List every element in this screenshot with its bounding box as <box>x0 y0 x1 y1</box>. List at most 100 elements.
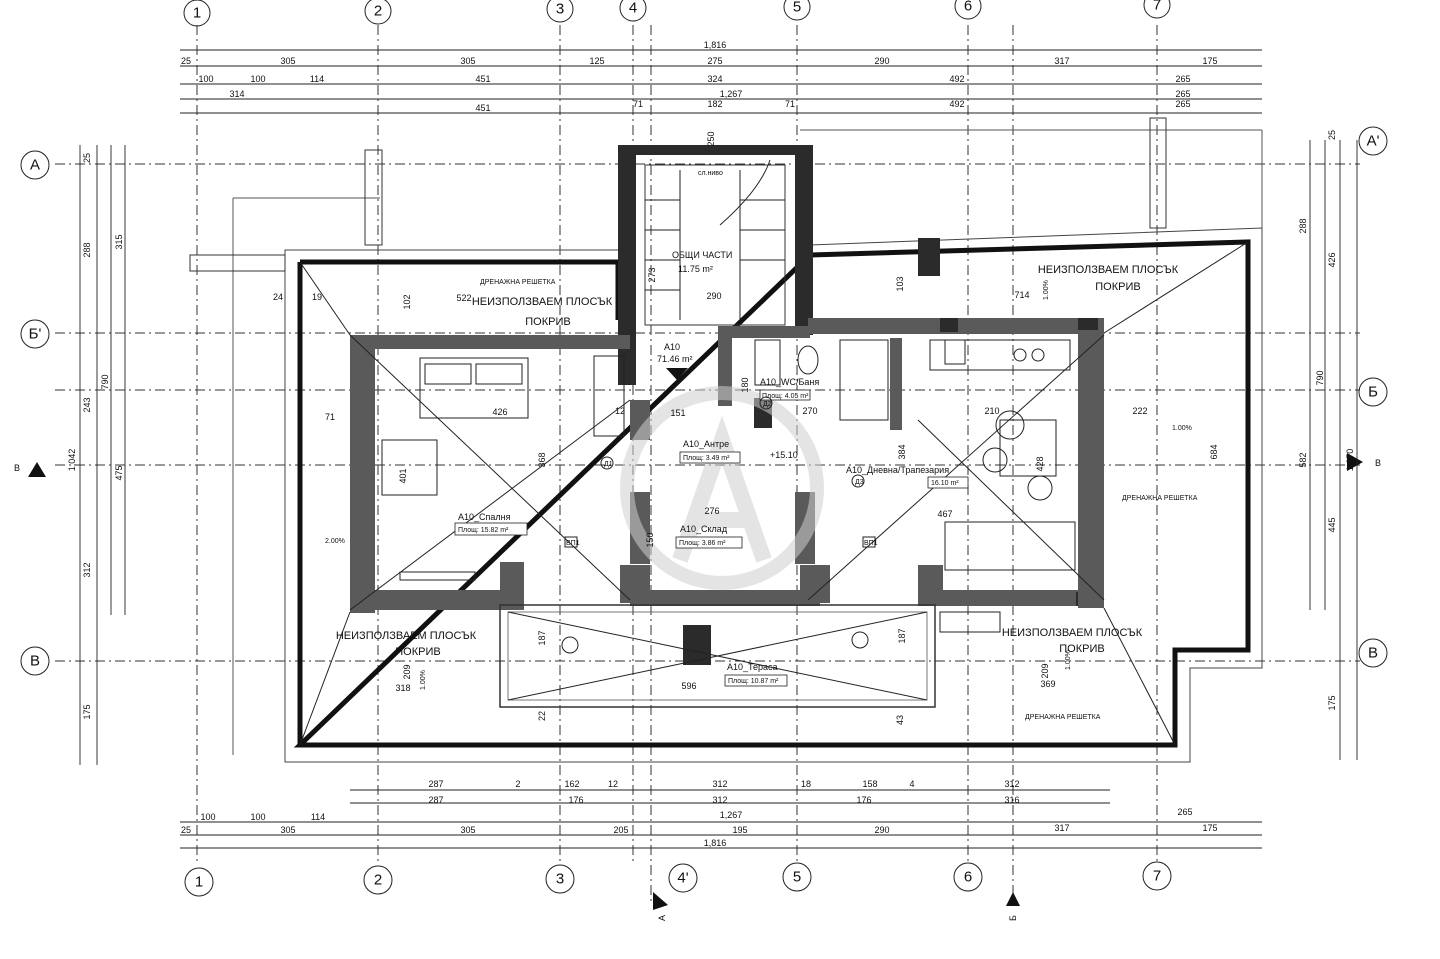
section-arrow-icon <box>1006 892 1020 906</box>
svg-text:582: 582 <box>1298 452 1308 467</box>
room-name: A10_Спалня <box>458 512 511 522</box>
svg-text:1,267: 1,267 <box>720 810 743 820</box>
section-markers: В В А Б <box>14 453 1381 921</box>
grid-bubble: Б <box>1358 377 1388 407</box>
svg-text:Д3: Д3 <box>855 479 864 486</box>
room-area: Площ: 10.87 m² <box>728 678 779 685</box>
svg-text:317: 317 <box>1054 56 1069 66</box>
room-area: Площ: 4.05 m² <box>762 393 809 400</box>
svg-text:175: 175 <box>1327 695 1337 710</box>
grid-bubble: 6 <box>953 862 983 892</box>
svg-text:ВП1: ВП1 <box>566 540 580 547</box>
svg-text:Б: Б <box>1008 915 1018 921</box>
svg-text:175: 175 <box>1202 823 1217 833</box>
svg-text:7: 7 <box>1153 0 1161 14</box>
svg-text:43: 43 <box>895 715 905 725</box>
svg-text:312: 312 <box>82 562 92 577</box>
svg-text:222: 222 <box>1132 406 1147 416</box>
room-name: A10_Дневна/Трапезария <box>846 465 949 475</box>
svg-text:305: 305 <box>280 56 295 66</box>
grid-bubble: В <box>1358 638 1388 668</box>
svg-text:В: В <box>1375 458 1381 468</box>
svg-text:125: 125 <box>589 56 604 66</box>
svg-text:В: В <box>14 463 20 473</box>
grid-bubble: 5 <box>783 0 811 21</box>
svg-text:6: 6 <box>964 0 972 15</box>
svg-text:315: 315 <box>114 234 124 249</box>
room-name: A10_Антре <box>683 439 729 449</box>
svg-text:1: 1 <box>195 874 203 891</box>
room-area: Площ: 3.86 m² <box>679 540 726 547</box>
slope-labels: 2.00% 1.00% 1.00% 1.00% 1.00% <box>325 280 1192 690</box>
grid-bubble: 3 <box>545 864 575 894</box>
svg-text:287: 287 <box>428 795 443 805</box>
svg-text:180: 180 <box>740 377 750 392</box>
svg-text:19: 19 <box>312 292 322 302</box>
section-arrow-icon <box>1347 453 1363 471</box>
svg-text:305: 305 <box>280 825 295 835</box>
svg-text:318: 318 <box>395 683 410 693</box>
door-tags: Д1 Д2 Д3 ВП1 ВП1 <box>564 396 878 548</box>
watermark-logo <box>620 386 824 590</box>
grid-bubbles-left: А Б' В <box>20 150 50 676</box>
svg-text:384: 384 <box>897 444 907 459</box>
svg-text:25: 25 <box>181 825 191 835</box>
svg-text:317: 317 <box>1054 823 1069 833</box>
svg-text:1,267: 1,267 <box>720 89 743 99</box>
grid-bubble: В <box>20 646 50 676</box>
svg-text:114: 114 <box>311 812 325 822</box>
svg-text:Д2: Д2 <box>763 401 772 408</box>
grid-bubble: 4' <box>668 863 698 893</box>
svg-text:71: 71 <box>633 99 643 109</box>
svg-text:273: 273 <box>647 267 657 282</box>
svg-text:151: 151 <box>670 408 685 418</box>
svg-text:790: 790 <box>100 374 110 389</box>
grid-bubble: 6 <box>954 0 982 20</box>
svg-text:1,816: 1,816 <box>704 838 727 848</box>
svg-text:250: 250 <box>706 131 716 146</box>
svg-text:210: 210 <box>984 406 999 416</box>
room-area: Площ: 15.82 m² <box>458 527 509 534</box>
svg-text:2: 2 <box>374 872 382 889</box>
svg-text:305: 305 <box>460 825 475 835</box>
svg-text:103: 103 <box>895 276 905 291</box>
svg-text:ПОКРИВ: ПОКРИВ <box>1095 281 1140 293</box>
svg-text:428: 428 <box>1035 456 1045 471</box>
svg-text:265: 265 <box>1175 99 1190 109</box>
svg-text:1: 1 <box>193 5 201 22</box>
svg-text:265: 265 <box>1175 74 1190 84</box>
grid-bubble: А' <box>1358 126 1388 156</box>
svg-text:71: 71 <box>785 99 795 109</box>
svg-text:71: 71 <box>325 412 335 422</box>
svg-text:162: 162 <box>564 779 579 789</box>
svg-text:100: 100 <box>200 812 215 822</box>
svg-text:В: В <box>30 653 40 670</box>
section-arrow-icon <box>653 892 668 910</box>
svg-text:445: 445 <box>1327 517 1337 532</box>
svg-text:A10: A10 <box>664 342 680 352</box>
svg-text:Д1: Д1 <box>604 461 613 468</box>
grid-bubble: Б' <box>20 319 50 349</box>
svg-text:324: 324 <box>707 74 722 84</box>
svg-text:102: 102 <box>402 294 412 309</box>
svg-text:12: 12 <box>615 406 625 416</box>
left-dimension-chains: 25 288 315 243 790 1,042 475 312 175 <box>67 145 126 765</box>
svg-text:Б: Б <box>1368 384 1378 401</box>
svg-text:209: 209 <box>402 664 412 679</box>
svg-text:596: 596 <box>681 681 696 691</box>
svg-text:ОБЩИ ЧАСТИ: ОБЩИ ЧАСТИ <box>672 250 732 260</box>
svg-text:24: 24 <box>273 292 283 302</box>
svg-text:492: 492 <box>949 99 964 109</box>
grid-bubble: А <box>20 150 50 180</box>
grid-bubbles-top: 1 2 3 4 5 6 7 <box>183 0 1171 27</box>
svg-text:114: 114 <box>310 74 324 84</box>
svg-text:209: 209 <box>1040 663 1050 678</box>
svg-text:158: 158 <box>862 779 877 789</box>
svg-text:100: 100 <box>250 74 265 84</box>
svg-text:1.00%: 1.00% <box>1043 280 1050 300</box>
grid-bubble: 4 <box>619 0 647 22</box>
svg-text:18: 18 <box>801 779 811 789</box>
svg-text:25: 25 <box>181 56 191 66</box>
svg-text:ДРЕНАЖНА РЕШЕТКА: ДРЕНАЖНА РЕШЕТКА <box>480 279 556 286</box>
svg-text:467: 467 <box>937 509 952 519</box>
